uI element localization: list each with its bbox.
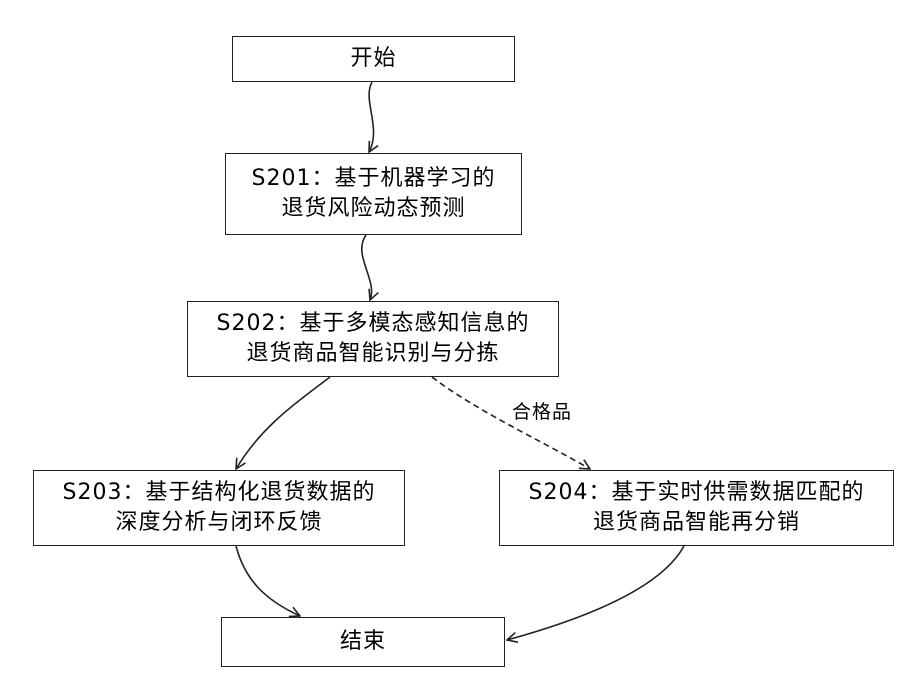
step-s201-node: S201：基于机器学习的 退货风险动态预测 <box>225 153 522 235</box>
edge-s204-end <box>507 546 684 640</box>
edge-s202-s203 <box>236 377 330 469</box>
start-node: 开始 <box>232 36 515 82</box>
start-node-label: 开始 <box>350 44 396 74</box>
step-s202-line-1: S202：基于多模态感知信息的 <box>217 309 530 339</box>
step-s201-line-1: S201：基于机器学习的 <box>252 164 496 194</box>
step-s204-line-1: S204：基于实时供需数据匹配的 <box>529 478 865 508</box>
end-node: 结束 <box>221 617 505 667</box>
edge-s203-end <box>236 546 300 616</box>
step-s203-line-1: S203：基于结构化退货数据的 <box>63 478 376 508</box>
step-s203-node: S203：基于结构化退货数据的 深度分析与闭环反馈 <box>33 470 405 546</box>
step-s204-line-2: 退货商品智能再分销 <box>593 508 800 538</box>
step-s201-line-2: 退货风险动态预测 <box>281 194 465 224</box>
step-s203-line-2: 深度分析与闭环反馈 <box>115 508 322 538</box>
edge-s201-s202 <box>362 235 372 300</box>
edge-label-qualified: 合格品 <box>512 397 572 424</box>
step-s202-line-2: 退货商品智能识别与分拣 <box>246 339 499 369</box>
edge-start-s201 <box>369 82 374 152</box>
step-s202-node: S202：基于多模态感知信息的 退货商品智能识别与分拣 <box>187 301 559 377</box>
step-s204-node: S204：基于实时供需数据匹配的 退货商品智能再分销 <box>499 470 894 546</box>
end-node-label: 结束 <box>340 627 386 657</box>
